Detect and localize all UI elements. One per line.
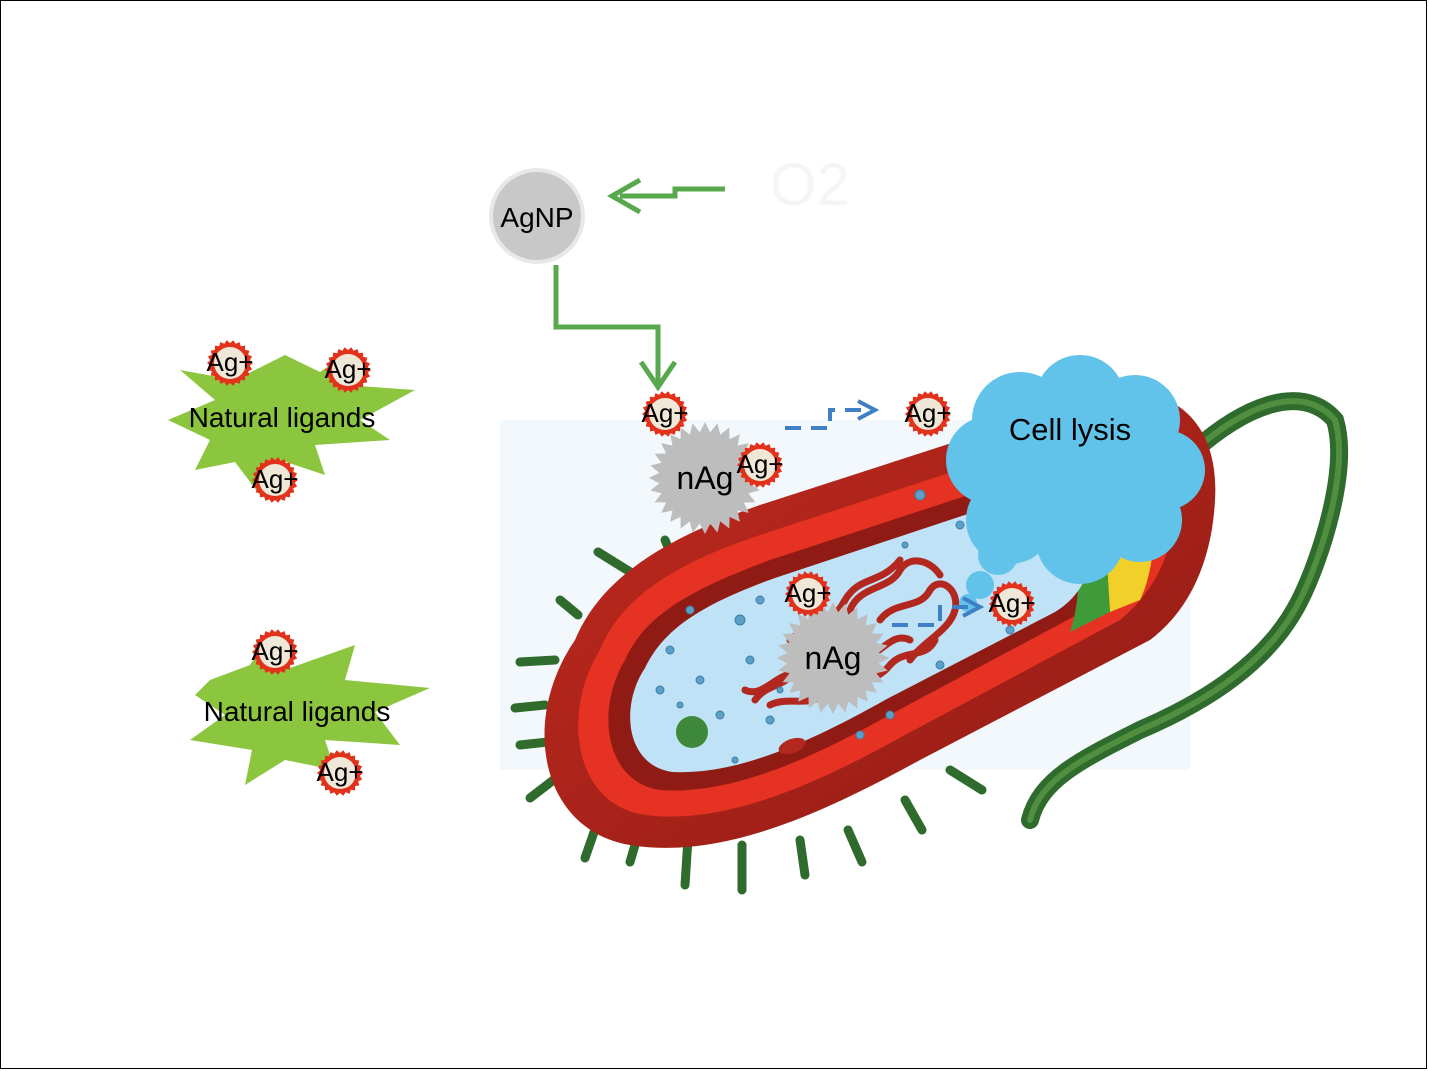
ag-ion-core xyxy=(912,398,944,430)
ag-ion-label: Ag+ xyxy=(252,636,299,666)
ion-transfer-arrow-2 xyxy=(892,605,975,627)
flagellum-highlight xyxy=(1027,398,1342,823)
ion-transfer-arrowhead-2 xyxy=(962,596,985,618)
blue-dashed-arrows xyxy=(785,399,985,627)
green-arrows xyxy=(553,177,725,392)
ag-ion-core xyxy=(259,464,291,496)
ag-ion-core xyxy=(332,354,364,386)
nag-spiky-shape xyxy=(649,422,761,534)
ag-ion-core xyxy=(792,578,824,610)
agnp-particle: AgNP xyxy=(489,168,585,264)
natural-ligands-1: Natural ligands xyxy=(168,355,415,495)
ag-ion-label: Ag+ xyxy=(207,347,254,377)
natural-ligands-2: Natural ligands xyxy=(190,642,430,785)
ag-ion-label: Ag+ xyxy=(989,588,1036,618)
plasmid xyxy=(778,737,806,755)
agnp-release-arrow xyxy=(553,265,661,385)
ribosomes xyxy=(655,489,1015,764)
ag-ion-8: Ag+ xyxy=(905,391,952,437)
natural-ligands-label-1: Natural ligands xyxy=(189,402,376,433)
ag-ion-label: Ag+ xyxy=(785,578,832,608)
ag-ion-core xyxy=(214,347,246,379)
nag-particle-outer: nAg xyxy=(649,422,761,534)
o2-arrow xyxy=(620,186,725,199)
ag-ion-5: Ag+ xyxy=(317,750,364,796)
nag-particle-inner: nAg xyxy=(777,602,889,714)
natural-ligands-label-2: Natural ligands xyxy=(204,696,391,727)
ag-ion-label: Ag+ xyxy=(642,398,689,428)
ag-ion-2: Ag+ xyxy=(325,347,372,393)
o2-label: O2 xyxy=(770,151,850,218)
ag-ion-label: Ag+ xyxy=(252,464,299,494)
ag-ion-label: Ag+ xyxy=(737,449,784,479)
ag-ion-label: Ag+ xyxy=(905,398,952,428)
ag-ion-10: Ag+ xyxy=(989,581,1036,627)
ag-ion-label: Ag+ xyxy=(325,354,372,384)
ag-ion-3: Ag+ xyxy=(252,457,299,503)
ion-transfer-arrowhead-1 xyxy=(857,399,880,421)
ag-ion-7: Ag+ xyxy=(737,442,784,488)
o2-arrowhead xyxy=(606,177,642,215)
agnp-label: AgNP xyxy=(500,202,573,233)
ag-ion-6: Ag+ xyxy=(642,391,689,437)
ag-ion-core xyxy=(259,636,291,668)
cell-lysis-cloud: Cell lysis xyxy=(946,355,1205,612)
ag-ion-1: Ag+ xyxy=(207,340,254,386)
ion-transfer-arrow-1 xyxy=(785,408,870,430)
agnp-release-arrowhead xyxy=(638,360,678,392)
ag-ion-core xyxy=(744,449,776,481)
storage-granule xyxy=(676,716,708,748)
nag-label: nAg xyxy=(677,460,734,496)
nag-particles: nAg nAg xyxy=(649,422,889,714)
ag-ions: Ag+ Ag+ Ag+ Ag+ Ag+ Ag+ Ag+ Ag+ Ag+ Ag+ xyxy=(207,340,1036,796)
ag-ion-core xyxy=(996,588,1028,620)
ag-ion-label: Ag+ xyxy=(317,757,364,787)
nag-spiky-shape xyxy=(777,602,889,714)
ag-ion-9: Ag+ xyxy=(785,571,832,617)
ag-ion-core xyxy=(324,757,356,789)
ag-ion-core xyxy=(649,398,681,430)
cell-lysis-label: Cell lysis xyxy=(1009,412,1131,447)
ag-ion-4: Ag+ xyxy=(252,629,299,675)
nag-label: nAg xyxy=(805,640,862,676)
